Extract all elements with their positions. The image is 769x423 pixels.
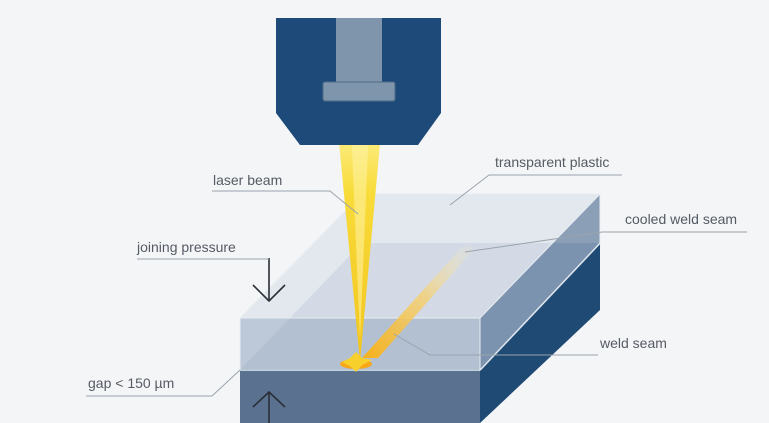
leader-gap bbox=[86, 369, 241, 397]
base-block-front bbox=[240, 370, 480, 423]
base-block-side bbox=[480, 243, 600, 423]
label-gap: gap < 150 µm bbox=[88, 375, 174, 391]
leader-laser-beam bbox=[212, 190, 359, 215]
leader-weld-seam bbox=[393, 333, 598, 356]
label-joining-pressure: joining pressure bbox=[136, 239, 236, 255]
counter-pressure-arrow-up bbox=[252, 390, 286, 423]
label-cooled-weld-seam: cooled weld seam bbox=[625, 211, 737, 227]
plastic-block-side bbox=[480, 194, 600, 370]
laser-nozzle bbox=[276, 18, 441, 145]
leader-transparent-plastic bbox=[449, 174, 622, 206]
cooled-weld-seam-trail bbox=[362, 247, 476, 358]
nozzle-inner-tube bbox=[336, 18, 382, 88]
leader-cooled-weld-seam bbox=[464, 231, 747, 253]
weld-seam-spark bbox=[342, 352, 372, 372]
plastic-block-edges bbox=[239, 193, 601, 372]
laser-beam-core bbox=[350, 100, 370, 340]
label-laser-beam: laser beam bbox=[213, 172, 282, 188]
label-weld-seam: weld seam bbox=[599, 335, 667, 351]
label-transparent-plastic: transparent plastic bbox=[495, 154, 609, 170]
joining-pressure-arrow-down bbox=[252, 258, 286, 303]
nozzle-lens-ring bbox=[322, 81, 396, 102]
